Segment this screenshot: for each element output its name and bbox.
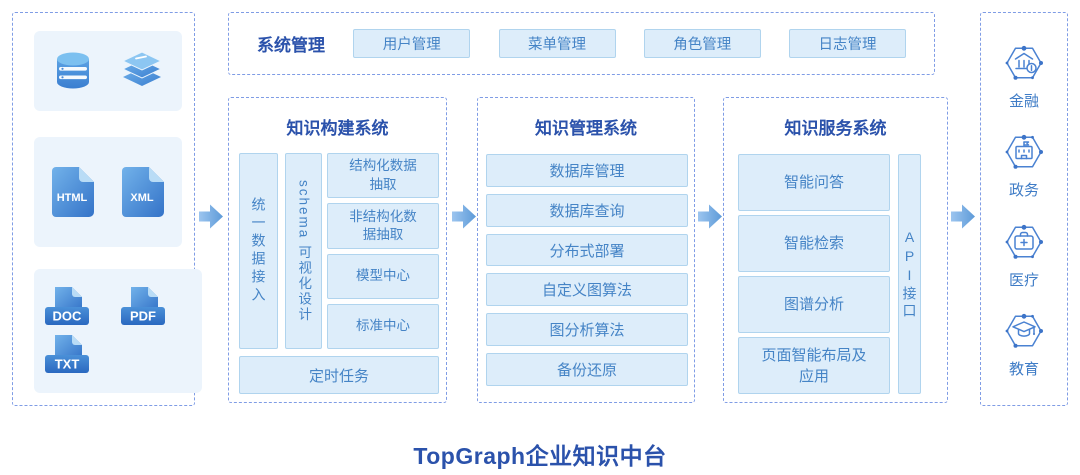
medical-hexagon-icon [1005,224,1043,259]
knowledge-build-system-panel: 知识构建系统 统一数据接入 schema 可视化设计 结构化数据抽取 非结构化数… [228,97,447,403]
button-user-management: 用户管理 [353,29,471,58]
doc-file-label: DOC [53,309,83,324]
industry-label: 金融 [1008,92,1039,110]
industry-label: 医疗 [1008,271,1039,289]
html-file-label: HTML [57,192,88,204]
system-management-panel: 系统管理 用户管理 菜单管理 角色管理 日志管理 [228,12,935,75]
industries-panel: 金融 政务 [980,12,1068,406]
markup-sources-group: HTML XML [34,137,182,247]
build-system-items: 结构化数据抽取 非结构化数据抽取 模型中心 标准中心 [327,153,439,349]
education-hexagon-icon [1005,314,1043,349]
diagram-title: TopGraph企业知识中台 [413,443,667,469]
smart-qa-item: 智能问答 [738,154,890,211]
page-layout-application-item: 页面智能布局及应用 [738,337,890,394]
smart-search-item: 智能检索 [738,215,890,272]
flow-arrow-icon [452,204,476,229]
finance-hexagon-icon [1005,45,1043,80]
management-system-items: 数据库管理 数据库查询 分布式部署 自定义图算法 图分析算法 备份还原 [486,154,688,386]
document-sources-group: DOC PDF TXT [34,269,202,393]
industry-government: 政务 [1000,128,1048,200]
database-icon [57,52,89,89]
pdf-file-icon: PDF [121,287,165,325]
industry-finance: 金融 [1000,39,1048,111]
structured-extraction-item: 结构化数据抽取 [327,153,439,199]
service-system-items: 智能问答 智能检索 图谱分析 页面智能布局及应用 [738,154,890,394]
knowledge-build-system-title: 知识构建系统 [286,119,389,138]
api-interface-bar: API接口 [898,154,921,394]
schema-visual-design-bar: schema 可视化设计 [285,153,322,349]
database-management-item: 数据库管理 [486,154,688,187]
unstructured-extraction-item: 非结构化数据抽取 [327,203,439,249]
backup-restore-item: 备份还原 [486,353,688,386]
knowledge-management-system-panel: 知识管理系统 数据库管理 数据库查询 分布式部署 自定义图算法 图分析算法 备份… [477,97,695,403]
txt-file-icon: TXT [45,335,89,373]
html-file-icon: HTML [52,167,94,217]
standard-center-item: 标准中心 [327,303,439,349]
model-center-item: 模型中心 [327,253,439,299]
flow-arrow-icon [951,204,975,229]
government-hexagon-icon [1005,135,1043,169]
unified-data-access-bar: 统一数据接入 [239,153,278,349]
custom-graph-algorithm-item: 自定义图算法 [486,273,688,307]
flow-arrow-icon [199,204,223,229]
system-management-title: 系统管理 [257,36,325,55]
industry-education: 教育 [1000,307,1048,379]
xml-file-icon: XML [122,167,164,217]
knowledge-service-system-panel: 知识服务系统 智能问答 智能检索 图谱分析 页面智能布局及应用 API接口 [723,97,948,403]
industry-medical: 医疗 [1000,218,1048,290]
pdf-file-label: PDF [130,309,156,324]
graph-analysis-item: 图谱分析 [738,276,890,333]
xml-file-label: XML [130,192,154,204]
button-menu-management: 菜单管理 [498,29,616,58]
data-sources-panel: HTML XML DOC PDF [12,12,202,406]
industry-label: 政务 [1008,182,1039,200]
scheduled-tasks-bar: 定时任务 [239,356,439,394]
knowledge-management-system-title: 知识管理系统 [535,119,637,138]
database-query-item: 数据库查询 [486,193,688,227]
distributed-deployment-item: 分布式部署 [486,233,688,267]
knowledge-service-system-title: 知识服务系统 [784,119,887,138]
flow-arrow-icon [698,204,722,229]
layers-icon [121,51,163,86]
industry-label: 教育 [1008,361,1039,379]
graph-analysis-algorithm-item: 图分析算法 [486,313,688,347]
doc-file-icon: DOC [45,287,89,325]
txt-file-label: TXT [55,357,80,372]
button-role-management: 角色管理 [643,29,761,58]
button-log-management: 日志管理 [789,29,906,58]
structured-sources-group [34,31,182,111]
